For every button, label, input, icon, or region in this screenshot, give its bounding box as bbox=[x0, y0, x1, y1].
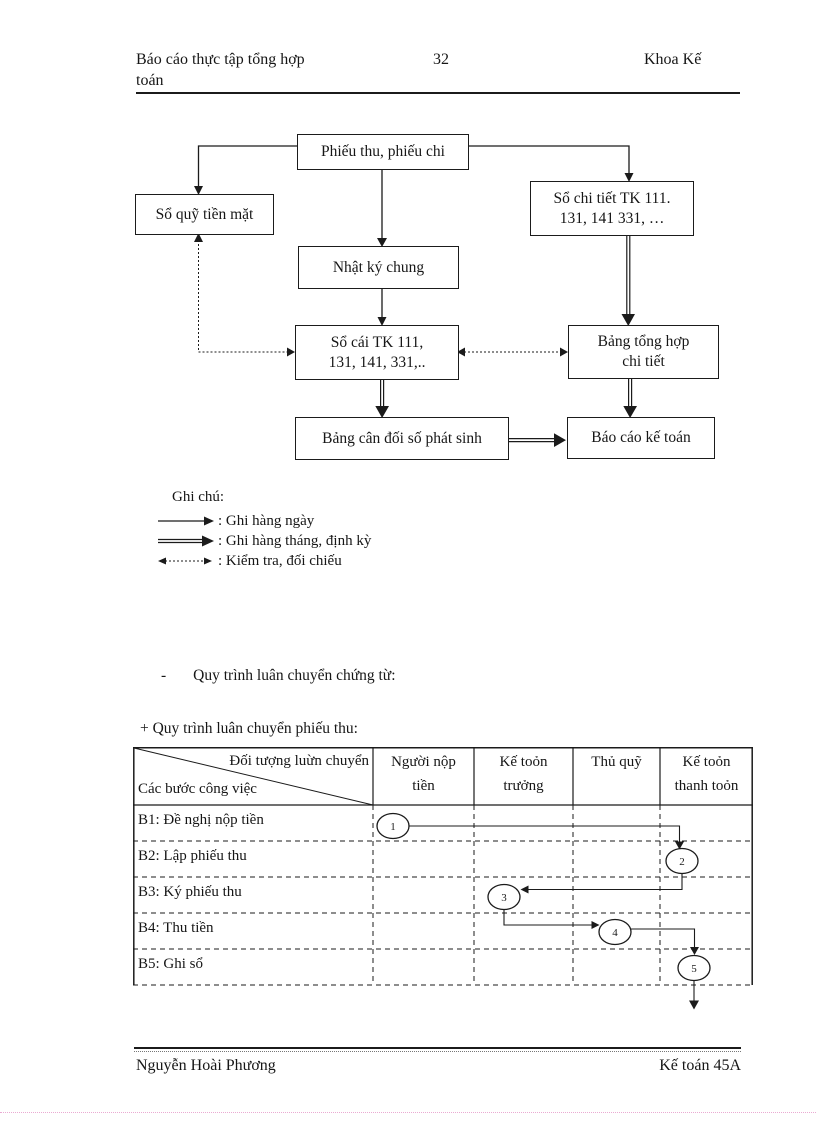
node-so-cai: Sổ cái TK 111, 131, 141, 331,.. bbox=[295, 325, 459, 380]
step-number-5: 5 bbox=[691, 963, 697, 975]
bullet-marker: - bbox=[161, 667, 167, 684]
node-bang-tong-hop-line1: Bảng tổng hợp bbox=[597, 333, 690, 350]
node-phieu-thu-label: Phiếu thu, phiếu chi bbox=[321, 143, 445, 160]
circulation-table: 1 2 3 4 5 Đối tượng luừn chuyển Các bước… bbox=[133, 747, 753, 1010]
col-header-nguoi-nop-line2: tiền bbox=[412, 778, 435, 794]
table-row-b3: B3: Ký phiếu thu bbox=[138, 884, 242, 900]
col-header-thu-quy: Thủ quỹ bbox=[573, 750, 660, 774]
step-number-3: 3 bbox=[501, 892, 507, 904]
node-so-quy: Sổ quỹ tiền mặt bbox=[135, 194, 274, 235]
header-left-line2: toán bbox=[136, 72, 164, 89]
node-so-cai-line1: Sổ cái TK 111, bbox=[330, 333, 424, 351]
col-header-ke-toan-thanh-toan: Kế toỏn thanh toỏn bbox=[660, 750, 753, 798]
node-bang-tong-hop: Bảng tổng hợp chi tiết bbox=[568, 325, 719, 379]
footer-rule bbox=[134, 1047, 741, 1052]
double-sochitiet-bangtonghop bbox=[626, 234, 631, 316]
dotted-double-arrow-icon bbox=[158, 557, 212, 565]
col-header-ke-toan-truong-line1: Kế toỏn bbox=[499, 754, 548, 770]
table-corner-top: Đối tượng luừn chuyển bbox=[229, 753, 369, 769]
header-left-line1: Báo cáo thực tập tổng hợp bbox=[136, 51, 305, 68]
solid-arrow-icon bbox=[158, 516, 214, 526]
table-corner-bottom: Các bước công việc bbox=[138, 781, 257, 797]
double-socai-bangcandoi bbox=[380, 378, 385, 408]
table-row-b1: B1: Đề nghị nộp tiền bbox=[138, 812, 264, 828]
table-row-b5: B5: Ghi sổ bbox=[138, 956, 204, 972]
footer-left: Nguyễn Hoài Phương bbox=[136, 1057, 276, 1074]
node-so-cai-line2: 131, 141, 331,.. bbox=[328, 353, 426, 371]
node-nhat-ky: Nhật ký chung bbox=[298, 246, 459, 289]
corner-diagonal bbox=[133, 747, 374, 806]
col-header-ke-toan-thanh-toan-line2: thanh toỏn bbox=[674, 778, 739, 794]
dotted-soquy-socai bbox=[198, 240, 287, 353]
step-arrow-1-2 bbox=[409, 825, 681, 843]
bullet-line: - Quy trình luân chuyển chứng từ: bbox=[161, 667, 396, 685]
table-grid-and-steps: 1 2 3 4 5 bbox=[133, 747, 753, 1010]
legend: : Ghi hàng ngày : Ghi hàng tháng, định k… bbox=[156, 511, 371, 571]
node-so-chi-tiet-line1: Sổ chi tiết TK 111. bbox=[553, 189, 671, 207]
node-so-quy-label: Sổ quỹ tiền mặt bbox=[155, 205, 254, 223]
legend-title: Ghi chú: bbox=[172, 489, 225, 505]
table-row-b4: B4: Thu tiền bbox=[138, 920, 214, 936]
step-arrow-2-3 bbox=[527, 873, 683, 891]
legend-item-monthly-label: : Ghi hàng tháng, định kỳ bbox=[218, 532, 372, 549]
step-number-4: 4 bbox=[612, 927, 618, 939]
node-bao-cao-label: Báo cáo kế toán bbox=[591, 429, 691, 446]
arrow-phieuthu-soquy bbox=[197, 145, 297, 187]
legend-item-check-label: : Kiểm tra, đối chiếu bbox=[218, 552, 342, 569]
header-rule bbox=[136, 92, 740, 94]
double-arrow-icon bbox=[158, 535, 214, 547]
step-circle-3 bbox=[487, 883, 521, 911]
bullet-text: Quy trình luân chuyển chứng từ: bbox=[193, 667, 396, 684]
legend-item-daily-label: : Ghi hàng ngày bbox=[218, 512, 315, 529]
node-bang-can-doi-label: Bảng cân đối số phát sinh bbox=[322, 429, 482, 447]
arrow-phieuthu-sochitiet bbox=[467, 145, 630, 174]
page-number: 32 bbox=[433, 51, 449, 68]
legend-item-monthly: : Ghi hàng tháng, định kỳ bbox=[156, 531, 371, 551]
node-so-chi-tiet-line2: 131, 141 331, … bbox=[559, 209, 665, 227]
table-row-b2: B2: Lập phiếu thu bbox=[138, 848, 247, 864]
node-bang-tong-hop-line2: chi tiết bbox=[622, 353, 665, 370]
col-header-ke-toan-thanh-toan-line1: Kế toỏn bbox=[682, 754, 731, 770]
header-right: Khoa Kế bbox=[644, 51, 702, 68]
double-bangtonghop-baocao bbox=[628, 377, 633, 408]
step-arrow-4-5 bbox=[631, 928, 696, 948]
col-header-nguoi-nop: Người nộp tiền bbox=[373, 750, 474, 798]
step-circle-4 bbox=[598, 918, 632, 946]
footer-right: Kế toán 45A bbox=[659, 1057, 741, 1074]
legend-item-check: : Kiểm tra, đối chiếu bbox=[156, 551, 371, 571]
double-bangcandoi-baocao bbox=[507, 438, 557, 443]
step-circle-5 bbox=[677, 954, 711, 982]
col-header-ke-toan-truong-line2: trưởng bbox=[503, 778, 544, 794]
bottom-pink-rule bbox=[0, 1112, 816, 1113]
step-number-1: 1 bbox=[390, 821, 396, 833]
node-so-chi-tiet: Sổ chi tiết TK 111. 131, 141 331, … bbox=[530, 181, 694, 236]
node-bao-cao: Báo cáo kế toán bbox=[567, 417, 715, 459]
node-phieu-thu: Phiếu thu, phiếu chi bbox=[297, 134, 469, 170]
node-nhat-ky-label: Nhật ký chung bbox=[332, 258, 425, 276]
step-circle-2 bbox=[665, 847, 699, 875]
step-circle-1 bbox=[376, 812, 410, 840]
col-header-nguoi-nop-line1: Người nộp bbox=[391, 754, 456, 770]
col-header-thu-quy-line1: Thủ quỹ bbox=[591, 754, 642, 770]
legend-item-daily: : Ghi hàng ngày bbox=[156, 511, 371, 531]
col-header-ke-toan-truong: Kế toỏn trưởng bbox=[474, 750, 573, 798]
node-bang-can-doi: Bảng cân đối số phát sinh bbox=[295, 417, 509, 460]
step-arrow-3-4 bbox=[503, 909, 592, 926]
step-number-2: 2 bbox=[679, 856, 685, 868]
plus-line: + Quy trình luân chuyển phiếu thu: bbox=[140, 720, 358, 737]
